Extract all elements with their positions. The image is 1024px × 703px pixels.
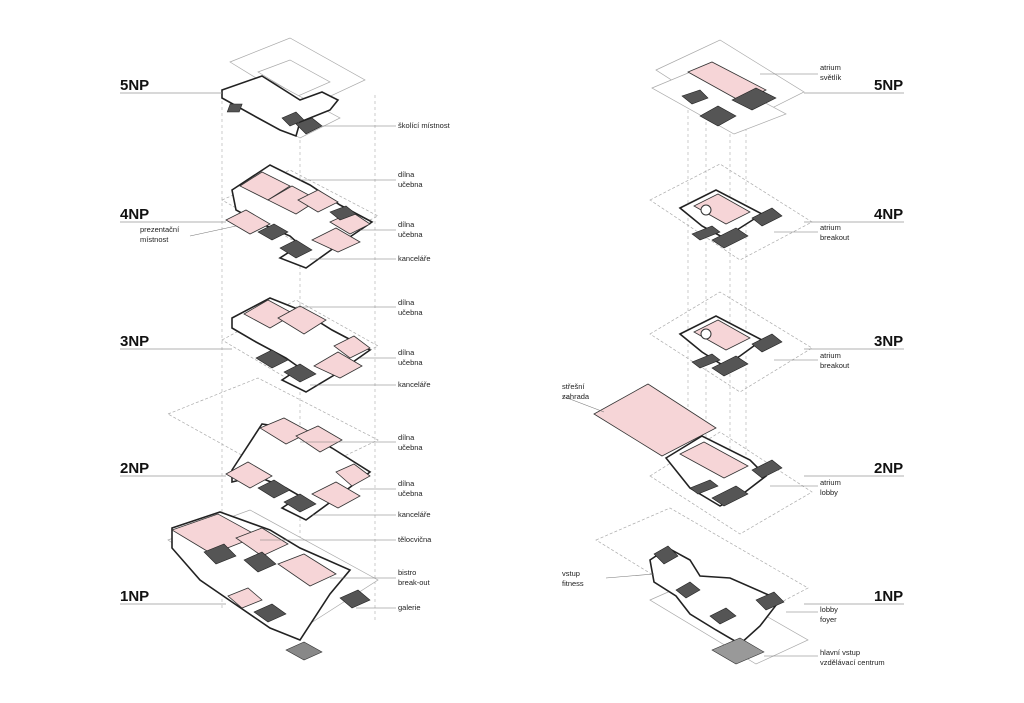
roof-garden (593, 383, 717, 457)
ann-2np-dilna-2: dílna (398, 479, 415, 488)
ann-4np-ucebna-2: učebna (398, 230, 423, 239)
left-label-5np: 5NP (120, 77, 149, 94)
right-floor-5np (651, 39, 805, 135)
right-label-4np: 4NP (874, 206, 903, 223)
ann-3np-dilna-2: dílna (398, 348, 415, 357)
ann-atrium-2np: atrium (820, 478, 841, 487)
ann-4np-kancelare: kanceláře (398, 254, 431, 263)
left-floor-4np (221, 164, 379, 269)
right-floor-3np (649, 291, 813, 393)
ann-3np-dilna-1: dílna (398, 298, 415, 307)
left-label-4np: 4NP (120, 206, 149, 223)
right-vertical-guides (687, 110, 747, 460)
left-label-3np: 3NP (120, 333, 149, 350)
ann-break-out: break-out (398, 578, 431, 587)
left-annotations: školící místnost dílna učebna dílna učeb… (140, 121, 451, 612)
ann-mistnost: místnost (140, 235, 169, 244)
ann-breakout-4np: breakout (820, 233, 850, 242)
right-label-3np: 3NP (874, 333, 903, 350)
right-floor-2np (593, 383, 813, 535)
ann-lobby-2np: lobby (820, 488, 838, 497)
ann-2np-dilna-1: dílna (398, 433, 415, 442)
ann-zahrada: zahrada (562, 392, 590, 401)
left-label-1np: 1NP (120, 588, 149, 605)
left-label-2np: 2NP (120, 460, 149, 477)
right-label-5np: 5NP (874, 77, 903, 94)
ann-4np-dilna-2: dílna (398, 220, 415, 229)
left-floor-5np (221, 37, 366, 139)
ann-2np-ucebna-2: učebna (398, 489, 423, 498)
left-floor-3np (221, 297, 379, 393)
right-floor-labels: 5NP 4NP 3NP 2NP 1NP (804, 77, 904, 605)
ann-lobby-1np: lobby (820, 605, 838, 614)
ann-vstup: vstup (562, 569, 580, 578)
ann-galerie: galerie (398, 603, 421, 612)
ann-hlavni-vstup: hlavní vstup (820, 648, 860, 657)
ann-3np-ucebna-1: učebna (398, 308, 423, 317)
ann-foyer: foyer (820, 615, 837, 624)
ann-2np-ucebna-1: učebna (398, 443, 423, 452)
ann-stresni: střešní (562, 382, 585, 391)
ann-atrium-5np: atrium (820, 63, 841, 72)
ann-fitness: fitness (562, 579, 584, 588)
ann-4np-dilna-1: dílna (398, 170, 415, 179)
right-label-2np: 2NP (874, 460, 903, 477)
ann-svetlik: světlík (820, 73, 842, 82)
left-floor-1np (167, 509, 379, 661)
ann-atrium-3np: atrium (820, 351, 841, 360)
right-floor-4np (649, 163, 813, 261)
left-floor-2np (167, 377, 379, 521)
ann-vzdelavaci-centrum: vzdělávací centrum (820, 658, 885, 667)
ann-4np-ucebna-1: učebna (398, 180, 423, 189)
ann-3np-kancelare: kanceláře (398, 380, 431, 389)
ann-bistro: bistro (398, 568, 416, 577)
ann-2np-kancelare: kanceláře (398, 510, 431, 519)
right-floor-1np (595, 507, 809, 665)
right-annotations: atrium světlík atrium breakout atrium br… (561, 63, 885, 667)
ann-3np-ucebna-2: učebna (398, 358, 423, 367)
ann-breakout-3np: breakout (820, 361, 850, 370)
left-floor-labels: 5NP 4NP 3NP 2NP 1NP (120, 77, 232, 605)
ann-prezentacni: prezentační (140, 225, 180, 234)
ann-skolici-mistnost: školící místnost (398, 121, 451, 130)
ann-atrium-4np: atrium (820, 223, 841, 232)
ann-telocvicna: tělocvična (398, 535, 432, 544)
right-label-1np: 1NP (874, 588, 903, 605)
